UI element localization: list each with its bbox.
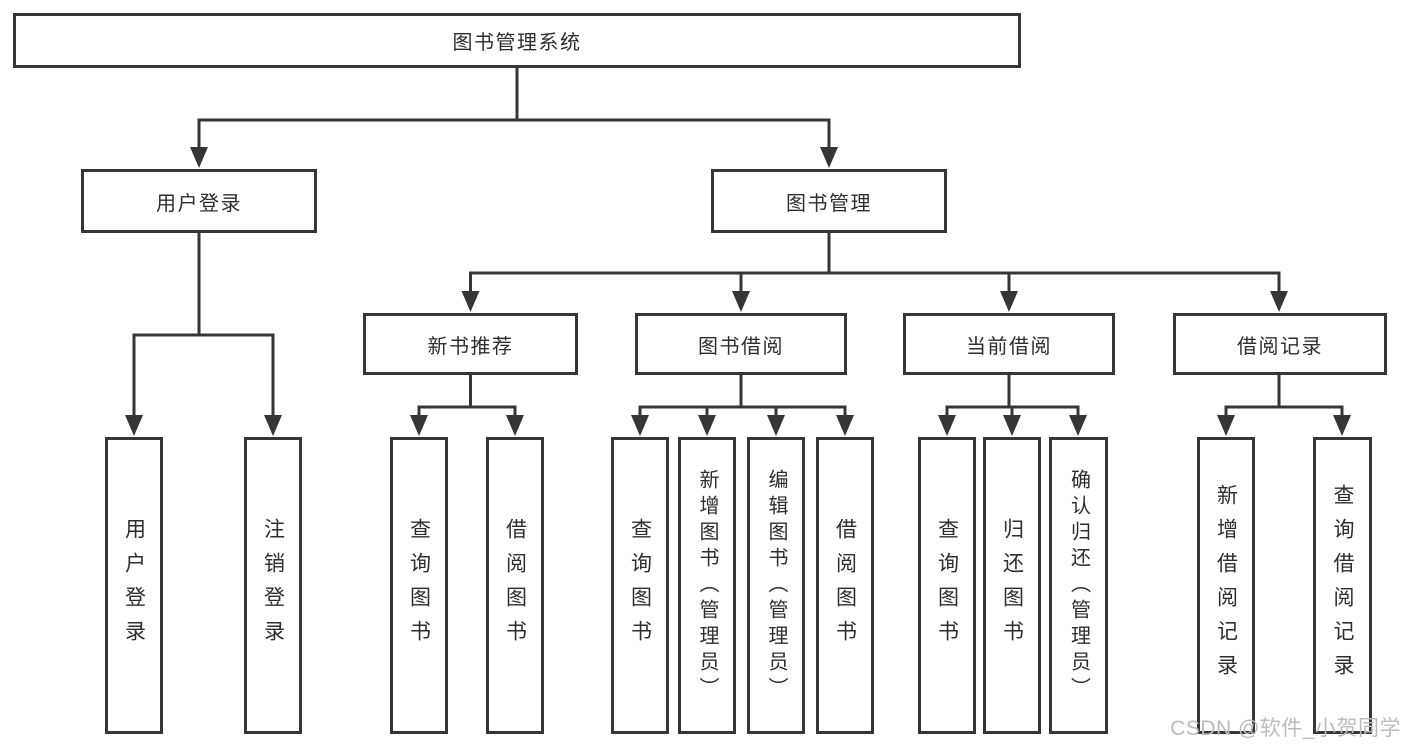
node-root-label: 图书管理系统 [452,32,582,54]
leaf-cb-query-book: 查询图书 [918,437,976,734]
leaf-bb-borrow-book-label: 借阅图书 [833,517,857,654]
leaf-bb-add-book: 新增图书（管理员） [678,437,736,734]
leaf-logout-label: 注销登录 [261,517,285,654]
node-book-management: 图书管理 [711,169,947,233]
node-current-borrow: 当前借阅 [903,313,1115,375]
leaf-br-add-record-label: 新增借阅记录 [1214,483,1238,688]
node-new-book-recommend-label: 新书推荐 [427,335,514,358]
leaf-bb-borrow-book: 借阅图书 [816,437,874,734]
csdn-watermark: CSDN @软件_小贺同学 [1170,717,1401,740]
leaf-cb-return-book-label: 归还图书 [1000,517,1024,654]
leaf-bb-query-book-label: 查询图书 [628,517,652,654]
leaf-user-login: 用户登录 [105,437,163,734]
node-current-borrow-label: 当前借阅 [966,335,1052,358]
node-book-borrow: 图书借阅 [635,313,847,375]
leaf-nb-query-book-label: 查询图书 [407,517,431,654]
leaf-nb-borrow-book: 借阅图书 [486,437,544,734]
leaf-nb-query-book: 查询图书 [390,437,448,734]
leaf-cb-confirm-return: 确认归还（管理员） [1049,437,1108,734]
node-borrow-record-label: 借阅记录 [1237,335,1323,358]
arrowheads [125,147,1351,436]
leaf-br-add-record: 新增借阅记录 [1197,437,1255,734]
leaf-cb-confirm-return-label: 确认归还（管理员） [1067,468,1090,703]
leaf-bb-edit-book: 编辑图书（管理员） [747,437,805,734]
leaf-br-query-record: 查询借阅记录 [1313,437,1372,734]
leaf-br-query-record-label: 查询借阅记录 [1331,483,1354,688]
node-book-management-label: 图书管理 [786,192,872,215]
leaf-nb-borrow-book-label: 借阅图书 [503,517,527,654]
leaf-cb-return-book: 归还图书 [983,437,1041,734]
leaf-logout: 注销登录 [244,437,302,734]
leaf-cb-query-book-label: 查询图书 [935,517,959,654]
node-user-login-label: 用户登录 [156,192,242,215]
node-borrow-record: 借阅记录 [1173,313,1387,375]
node-user-login: 用户登录 [81,169,317,233]
node-new-book-recommend: 新书推荐 [363,313,578,375]
leaf-bb-edit-book-label: 编辑图书（管理员） [765,468,787,703]
node-book-borrow-label: 图书借阅 [698,335,784,358]
leaf-bb-add-book-label: 新增图书（管理员） [696,468,718,703]
node-root: 图书管理系统 [13,13,1021,68]
leaf-bb-query-book: 查询图书 [611,437,669,734]
leaf-user-login-label: 用户登录 [122,517,146,654]
